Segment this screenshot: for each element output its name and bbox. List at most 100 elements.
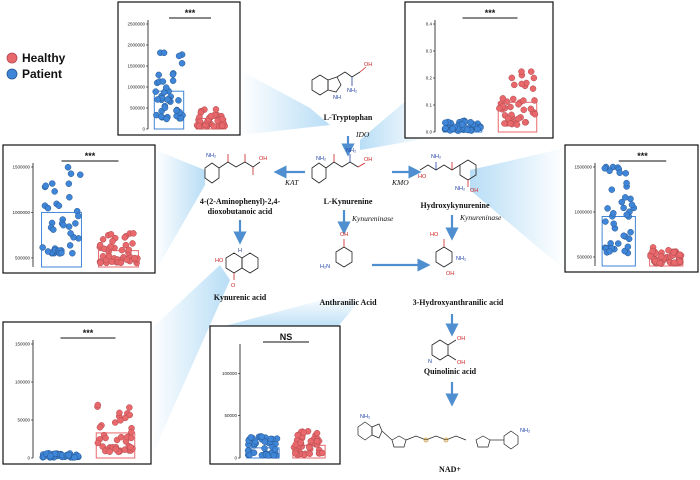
y-tick-label: 100000	[15, 380, 31, 385]
data-point-healthy	[319, 449, 326, 457]
highlight-beams	[150, 70, 565, 460]
label-l-tryptophan: L-Tryptophan	[324, 113, 373, 122]
data-point-patient	[69, 249, 76, 257]
data-point-healthy	[530, 74, 538, 82]
y-tick-label: 50000	[224, 413, 237, 418]
data-point-healthy	[121, 446, 128, 453]
data-point-healthy	[518, 68, 525, 75]
beam-kynurenic	[150, 265, 230, 460]
data-point-patient	[44, 248, 52, 255]
data-point-healthy	[676, 251, 684, 258]
svg-text:NH₂: NH₂	[316, 156, 326, 162]
molecule-nad: NH₂ NH₂	[357, 414, 530, 450]
label-l-kynurenine: L-Kynurenine	[324, 197, 373, 206]
data-point-patient	[159, 78, 167, 85]
data-point-healthy	[122, 241, 130, 249]
y-tick-label: 150000	[15, 342, 31, 347]
y-tick-label: 2000000	[127, 43, 145, 48]
svg-text:OH: OH	[340, 232, 348, 238]
data-point-healthy	[116, 409, 123, 417]
data-point-healthy	[300, 429, 308, 436]
data-point-healthy	[306, 450, 313, 457]
molecule-anthranilic: OH H₂N	[320, 232, 353, 270]
data-point-healthy	[521, 119, 529, 126]
data-point-healthy	[97, 259, 104, 267]
data-point-patient	[39, 244, 46, 251]
data-point-healthy	[123, 256, 131, 263]
data-point-healthy	[118, 246, 126, 254]
data-point-healthy	[102, 434, 109, 442]
data-point-patient	[65, 451, 72, 459]
data-point-healthy	[130, 230, 137, 237]
data-point-healthy	[671, 259, 678, 266]
data-point-healthy	[99, 236, 107, 243]
data-point-healthy	[496, 105, 503, 112]
data-point-patient	[77, 171, 84, 178]
label-hydroxykynurenine: Hydroxykynurenine	[420, 201, 490, 210]
label-nad: NAD+	[439, 465, 461, 474]
y-tick-label: 1000000	[574, 210, 592, 215]
data-point-healthy	[117, 259, 125, 267]
data-point-patient	[71, 454, 78, 461]
data-point-patient	[177, 115, 185, 122]
data-point-healthy	[94, 439, 102, 447]
data-point-healthy	[513, 121, 521, 128]
data-point-patient	[173, 107, 180, 114]
y-tick-label: 500000	[577, 255, 593, 260]
enzyme-kynureninase-2: Kynureninase	[459, 213, 502, 222]
data-point-patient	[175, 52, 183, 60]
data-point-healthy	[131, 254, 138, 262]
molecule-kynurenine: NH₂ NH₂ OH	[311, 148, 372, 184]
svg-text:NH₂: NH₂	[347, 88, 357, 94]
data-point-healthy	[96, 241, 104, 249]
svg-text:NH₂: NH₂	[346, 148, 356, 154]
svg-text:HO: HO	[430, 232, 439, 238]
data-point-healthy	[297, 439, 304, 446]
legend-healthy-marker	[6, 52, 18, 64]
data-point-healthy	[529, 85, 537, 92]
data-point-healthy	[501, 120, 508, 127]
data-point-healthy	[112, 446, 120, 453]
data-point-healthy	[195, 122, 203, 130]
data-point-patient	[66, 242, 74, 249]
data-point-patient	[620, 204, 627, 212]
y-tick-label: 1500000	[12, 165, 30, 170]
data-point-healthy	[520, 106, 527, 114]
data-point-patient	[261, 445, 268, 452]
data-point-healthy	[507, 120, 514, 127]
data-point-patient	[616, 169, 623, 177]
data-point-patient	[64, 163, 72, 171]
data-point-patient	[169, 71, 177, 78]
svg-text:H₂N: H₂N	[320, 264, 330, 270]
svg-text:HO: HO	[418, 174, 427, 180]
pathway-arrows	[233, 136, 459, 407]
data-point-healthy	[128, 428, 135, 436]
y-tick-label: 1500000	[127, 64, 145, 69]
data-point-patient	[467, 119, 474, 126]
data-point-patient	[449, 125, 456, 133]
svg-text:NH₂: NH₂	[360, 414, 370, 420]
data-point-healthy	[676, 258, 684, 265]
data-point-patient	[624, 243, 632, 251]
data-point-healthy	[207, 112, 215, 120]
y-tick-label: 0	[27, 456, 30, 461]
data-point-healthy	[125, 246, 133, 254]
y-tick-label: 1000000	[12, 210, 30, 215]
legend-patient-marker	[6, 68, 18, 80]
data-point-healthy	[518, 80, 525, 88]
molecule-hydroxykynurenine: NH₂ HO NH₂ OH	[418, 154, 478, 194]
enzyme-labels: IDO KAT KMO Kynureninase Kynureninase	[284, 130, 502, 223]
data-point-patient	[67, 170, 75, 177]
data-point-healthy	[121, 234, 129, 241]
y-tick-label: 100000	[222, 371, 238, 376]
y-tick-label: 500000	[130, 106, 146, 111]
data-point-patient	[51, 188, 58, 195]
data-point-patient	[627, 228, 634, 236]
data-point-patient	[606, 248, 613, 255]
svg-text:NH₂: NH₂	[431, 154, 441, 160]
data-point-patient	[169, 77, 177, 84]
y-tick-label: 0	[142, 127, 145, 132]
